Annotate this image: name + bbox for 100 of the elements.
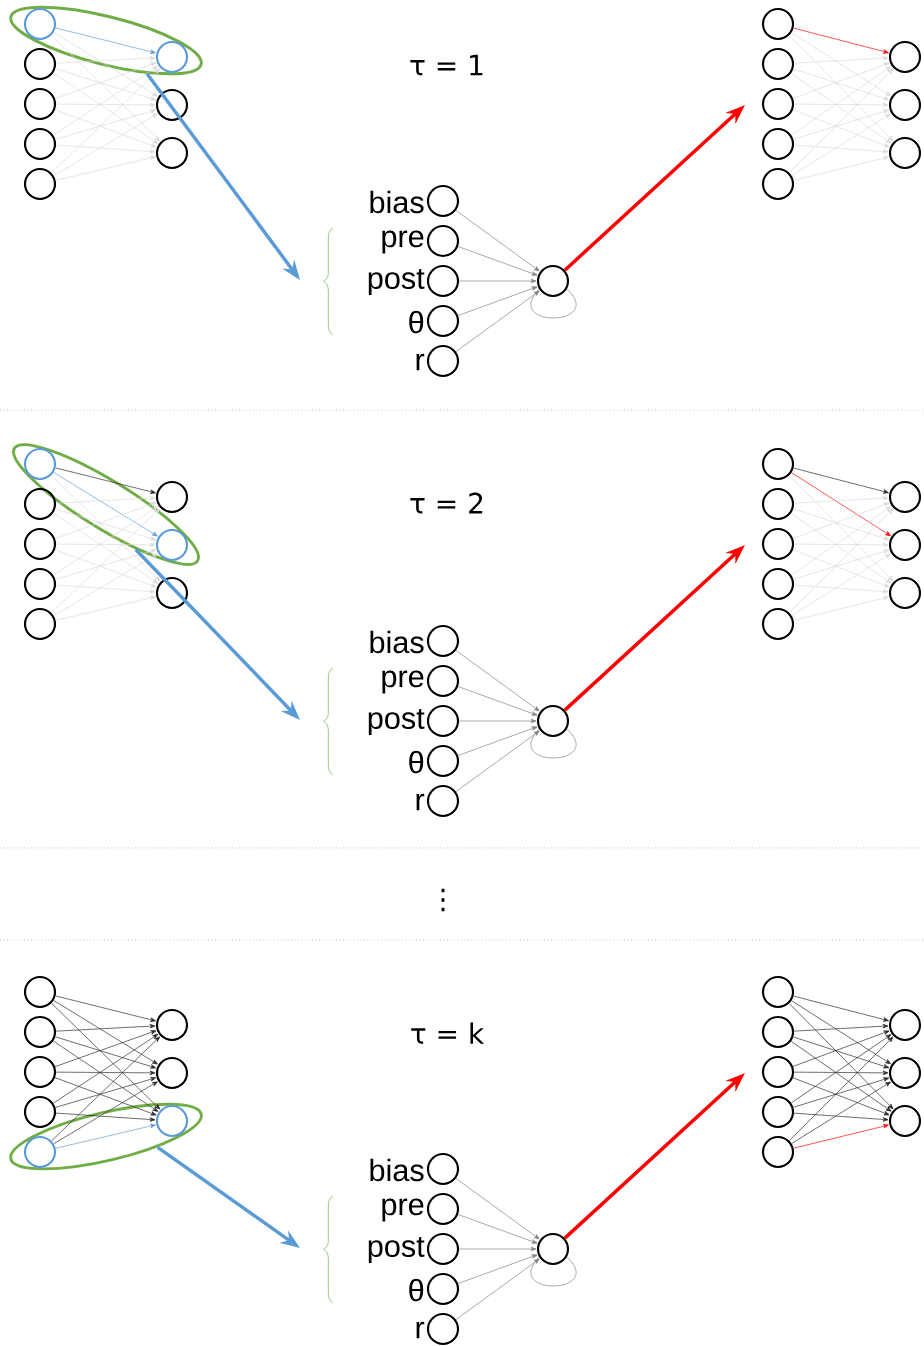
- arrow: [55, 68, 157, 101]
- arrow: [55, 584, 156, 594]
- arrow: [53, 113, 158, 177]
- arrow: [792, 1030, 890, 1067]
- neuron-circle: [155, 1008, 189, 1042]
- arrow: [793, 1077, 890, 1108]
- neuron-circle: [23, 447, 57, 481]
- arrow: [55, 55, 156, 64]
- arrow: [793, 467, 889, 494]
- arrow: [55, 995, 156, 1022]
- arrow: [55, 27, 156, 54]
- neuron-circle: [155, 136, 189, 170]
- arrow: [789, 1036, 894, 1141]
- arrow: [55, 495, 156, 504]
- arrow: [792, 1077, 890, 1116]
- input-label: post: [368, 1236, 425, 1264]
- step-label: ⋮: [441, 888, 445, 912]
- arrow: [55, 1023, 156, 1032]
- arrow: [53, 32, 158, 97]
- input-label: bias: [370, 1158, 424, 1182]
- input-label: bias: [370, 190, 424, 214]
- loop-line: [530, 288, 577, 319]
- neuron-circle: [155, 576, 189, 610]
- arrow: [54, 109, 157, 148]
- neuron-circle: [761, 1095, 795, 1129]
- arrow: [788, 1003, 894, 1110]
- arrow: [458, 278, 537, 284]
- arrow: [53, 66, 159, 136]
- arrow: [792, 109, 890, 148]
- arrow: [790, 506, 892, 576]
- neuron-circle: [761, 47, 795, 81]
- arrow: [55, 1070, 156, 1076]
- neuron-circle: [761, 527, 795, 561]
- neuron-circle: [888, 1056, 922, 1090]
- arrow: [790, 512, 892, 584]
- arrow: [457, 246, 538, 276]
- arrow: [789, 68, 894, 173]
- neuron-circle: [23, 167, 57, 201]
- arrow: [55, 144, 156, 154]
- arrow: [455, 730, 540, 792]
- arrow: [54, 502, 157, 539]
- loop-line: [530, 1256, 577, 1287]
- arrow: [793, 1070, 889, 1076]
- neuron-circle: [23, 487, 57, 521]
- neuron-circle: [23, 1135, 57, 1169]
- arrow: [793, 1112, 889, 1122]
- neuron-circle: [23, 1055, 57, 1089]
- arrow: [793, 1024, 889, 1032]
- arrow: [51, 508, 161, 614]
- arrow: [55, 109, 156, 140]
- neuron-circle: [761, 167, 795, 201]
- arrow: [55, 102, 156, 108]
- arrow: [54, 1077, 157, 1116]
- input-label: post: [368, 268, 425, 296]
- arrow: [53, 1081, 158, 1145]
- neuron-circle: [536, 264, 570, 298]
- neuron-circle: [761, 1135, 795, 1169]
- arrow: [793, 596, 889, 621]
- arrow: [55, 1112, 156, 1122]
- arrow: [791, 32, 891, 97]
- arrow: [53, 1000, 158, 1065]
- neuron-circle: [23, 1095, 57, 1129]
- arrow: [788, 475, 894, 582]
- input-label: θ: [409, 1278, 424, 1302]
- neuron-circle: [23, 975, 57, 1009]
- arrow: [790, 66, 892, 136]
- arrow: [793, 1124, 889, 1149]
- arrow: [792, 502, 890, 539]
- neuron-circle: [536, 704, 570, 738]
- arrow: [793, 995, 889, 1022]
- arrow: [792, 68, 890, 101]
- arrow: [51, 474, 161, 582]
- arrow: [793, 144, 889, 154]
- neuron-circle: [155, 1056, 189, 1090]
- arrow: [789, 508, 894, 613]
- neuron-circle: [888, 40, 922, 74]
- neuron-circle: [23, 1015, 57, 1049]
- arrow: [51, 1002, 161, 1110]
- arrow: [457, 1254, 538, 1284]
- arrow: [790, 1034, 892, 1104]
- arrow: [55, 595, 156, 621]
- arrow: [793, 27, 889, 54]
- arrow: [793, 102, 889, 108]
- neuron-circle: [761, 1055, 795, 1089]
- input-label: r: [416, 1321, 425, 1339]
- neuron-circle: [888, 1104, 922, 1138]
- input-label: post: [368, 708, 425, 736]
- neuron-circle: [23, 87, 57, 121]
- neuron-circle: [761, 487, 795, 521]
- arrow: [455, 650, 540, 712]
- arrow: [53, 472, 158, 537]
- arrow: [53, 512, 159, 584]
- neuron-circle: [888, 88, 922, 122]
- neuron-circle: [23, 567, 57, 601]
- arrow: [793, 542, 889, 548]
- loop-line: [530, 728, 577, 759]
- arrow: [791, 113, 891, 176]
- arrow: [457, 686, 538, 716]
- neuron-circle: [761, 1015, 795, 1049]
- arrow: [455, 1258, 540, 1320]
